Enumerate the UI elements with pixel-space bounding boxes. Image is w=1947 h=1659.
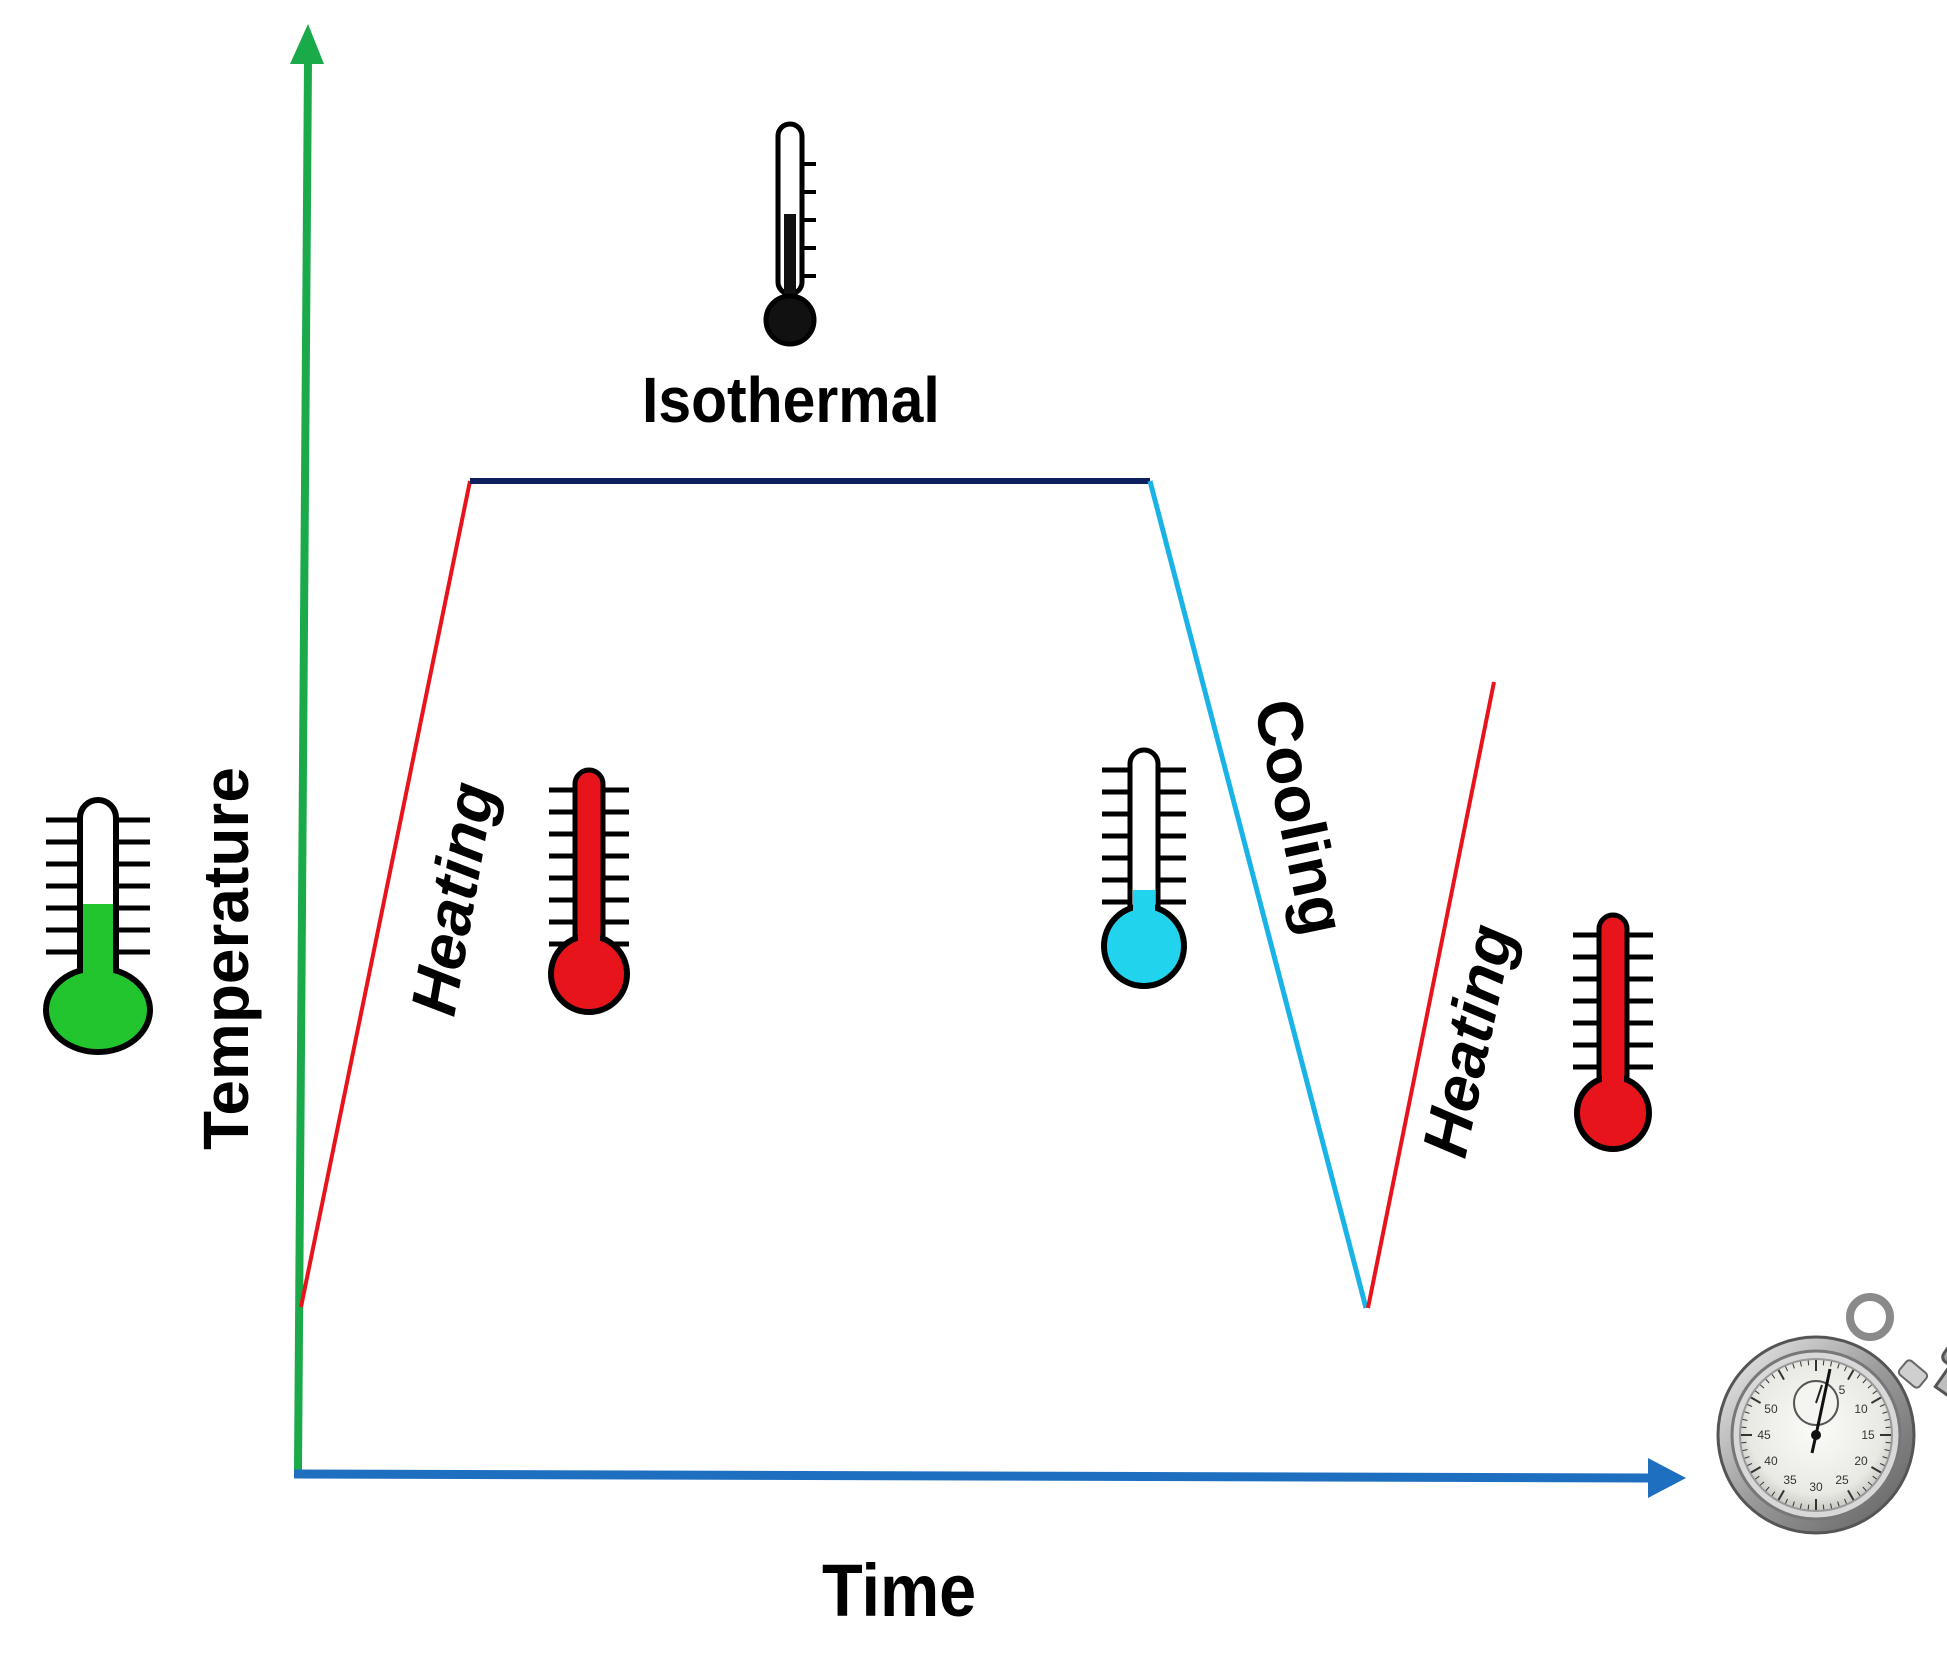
stopwatch-tick: [1785, 1366, 1788, 1372]
x-axis-label: Time: [822, 1549, 976, 1632]
isothermal-label: Isothermal: [642, 365, 940, 437]
stopwatch-tick: [1844, 1366, 1847, 1372]
y-axis-arrowhead: [290, 24, 324, 64]
x-axis: [293, 1469, 1651, 1483]
stopwatch-dial-number: 40: [1764, 1454, 1778, 1468]
stopwatch-tick: [1792, 1363, 1795, 1369]
stopwatch-tick: [1847, 1369, 1855, 1381]
stopwatch-tick: [1807, 1504, 1810, 1510]
stopwatch-tick: [1785, 1498, 1788, 1504]
stopwatch-tick: [1765, 1486, 1770, 1492]
stopwatch-tick: [1847, 1489, 1855, 1501]
stopwatch-dial-number: 5: [1839, 1383, 1846, 1397]
red-thermometer-icon-1: [548, 767, 630, 1015]
stopwatch-tick: [1872, 1475, 1877, 1480]
stopwatch-tick: [1792, 1501, 1795, 1507]
stopwatch-tick: [1837, 1363, 1840, 1369]
heating-segment-2: [1366, 681, 1496, 1309]
stopwatch-tick: [1742, 1418, 1748, 1421]
stopwatch-tick: [1870, 1466, 1882, 1474]
stopwatch-tick: [1856, 1374, 1861, 1379]
red-thermometer-icon-2: [1573, 912, 1653, 1152]
stopwatch-tick: [1870, 1396, 1882, 1404]
stopwatch-dial-number: 20: [1854, 1454, 1868, 1468]
stopwatch-tick: [1799, 1503, 1802, 1509]
stopwatch-tick: [1879, 1404, 1885, 1407]
stopwatch-tick: [1837, 1501, 1840, 1507]
stopwatch-tick: [1747, 1404, 1753, 1407]
stopwatch-tick: [1744, 1456, 1750, 1459]
stopwatch-tick: [1885, 1441, 1891, 1444]
stopwatch-tick: [1844, 1498, 1847, 1504]
stopwatch-tick: [1765, 1378, 1770, 1384]
stopwatch-dial-number: 15: [1861, 1428, 1875, 1442]
stopwatch-tick: [1755, 1475, 1760, 1480]
y-axis-label: Temperature: [190, 767, 262, 1150]
green-thermometer-icon: [43, 797, 153, 1055]
stopwatch-tick: [1867, 1384, 1873, 1389]
stopwatch-tick: [1862, 1378, 1867, 1384]
stopwatch-tick: [1777, 1369, 1785, 1381]
stopwatch-tick: [1750, 1396, 1762, 1404]
stopwatch-tick: [1867, 1481, 1873, 1486]
black-thermometer-icon: [763, 121, 817, 347]
stopwatch-tick: [1882, 1456, 1888, 1459]
stopwatch-tick: [1744, 1411, 1750, 1414]
stopwatch-tick: [1755, 1390, 1760, 1395]
heating-segment-1: [299, 480, 472, 1308]
stopwatch-tick: [1879, 1463, 1885, 1466]
stopwatch-tick: [1884, 1418, 1890, 1421]
stopwatch-dial-number: 10: [1854, 1402, 1868, 1416]
stopwatch-dial-number: 50: [1764, 1402, 1778, 1416]
stopwatch-tick: [1885, 1426, 1891, 1429]
stopwatch-tick: [1750, 1466, 1762, 1474]
stopwatch-tick: [1759, 1384, 1765, 1389]
stopwatch-tick: [1882, 1411, 1888, 1414]
stopwatch-tick: [1872, 1390, 1877, 1395]
stopwatch-tick: [1747, 1463, 1753, 1466]
stopwatch-icon: 5 10 15 20 25 30 35 40 45 50: [1716, 1293, 1947, 1535]
stopwatch-dial-number: 45: [1757, 1428, 1771, 1442]
stopwatch-tick: [1822, 1360, 1825, 1366]
stopwatch-dial-number: 35: [1783, 1473, 1797, 1487]
stopwatch-tick: [1856, 1491, 1861, 1496]
stopwatch-tick: [1741, 1426, 1747, 1429]
stopwatch-tick: [1884, 1449, 1890, 1452]
x-axis-arrowhead: [1648, 1458, 1686, 1498]
stopwatch-dial-number: 25: [1835, 1473, 1849, 1487]
heating-label-2: Heating: [1408, 918, 1527, 1163]
stopwatch-tick: [1777, 1489, 1785, 1501]
stopwatch-dial-number: 30: [1809, 1480, 1823, 1494]
cooling-segment: [1147, 480, 1369, 1309]
stopwatch-tick: [1771, 1374, 1776, 1379]
stopwatch-tick: [1759, 1481, 1765, 1486]
heating-label-1: Heating: [397, 777, 509, 1021]
stopwatch-tick: [1822, 1504, 1825, 1510]
stopwatch-tick: [1742, 1449, 1748, 1452]
stopwatch-tick: [1741, 1441, 1747, 1444]
y-axis: [294, 61, 312, 1471]
stopwatch-tick: [1807, 1360, 1810, 1366]
stopwatch-tick: [1771, 1491, 1776, 1496]
stopwatch-tick: [1830, 1361, 1833, 1367]
stopwatch-tick: [1862, 1486, 1867, 1492]
cyan-thermometer-icon: [1101, 747, 1187, 989]
stopwatch-tick: [1830, 1503, 1833, 1509]
stopwatch-tick: [1799, 1361, 1802, 1367]
